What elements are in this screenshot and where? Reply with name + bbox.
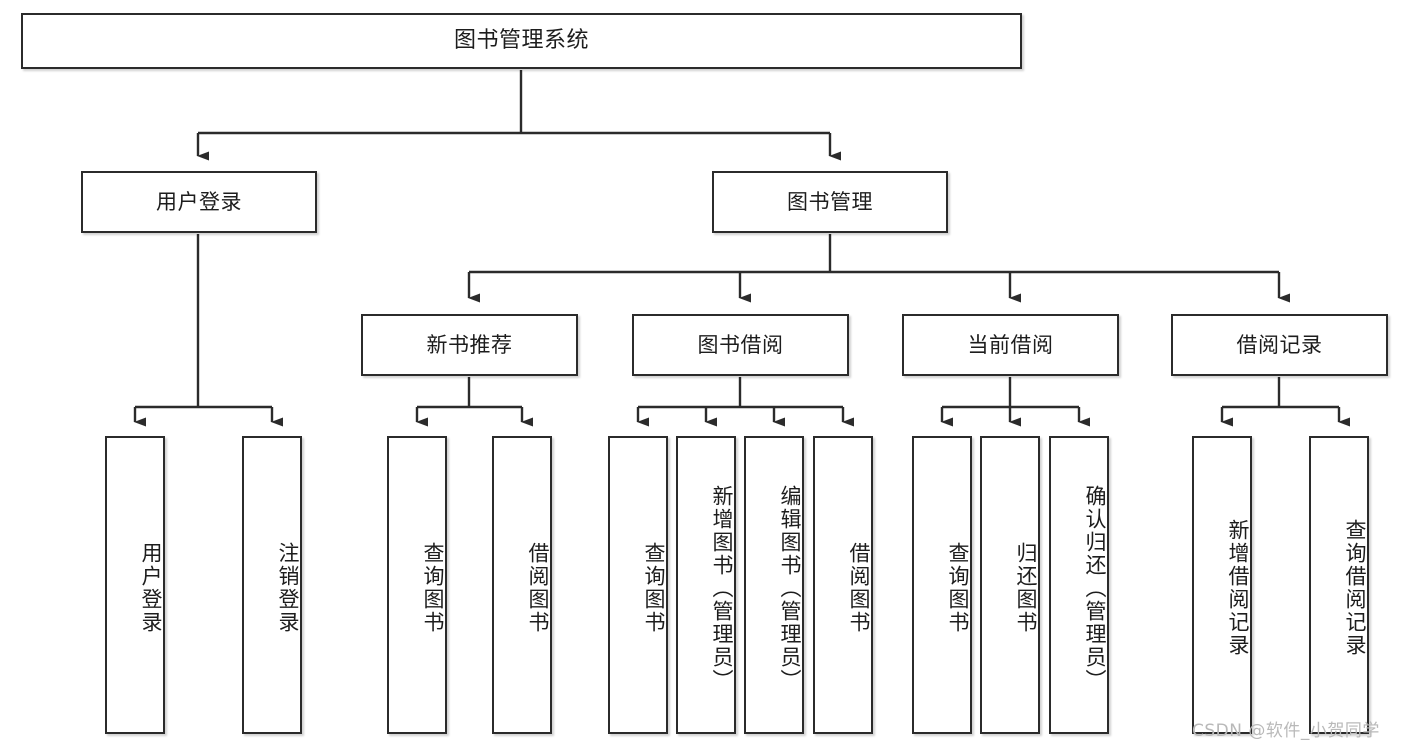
node-label: 归还图书 [1014, 542, 1038, 634]
leaf-record-query-record[interactable]: 查询借阅记录 [1309, 436, 1369, 734]
leaf-borrow-edit-book-admin[interactable]: 编辑图书（管理员） [744, 436, 804, 734]
node-label: 确认归还（管理员） [1083, 484, 1107, 692]
node-borrow-record[interactable]: 借阅记录 [1171, 314, 1388, 376]
node-book-management[interactable]: 图书管理 [712, 171, 948, 233]
node-label: 注销登录 [276, 542, 300, 634]
leaf-user-login-signout[interactable]: 注销登录 [242, 436, 302, 734]
node-label: 查询图书 [421, 542, 445, 634]
leaf-record-add-record[interactable]: 新增借阅记录 [1192, 436, 1252, 734]
node-label: 新增借阅记录 [1226, 519, 1250, 657]
node-label: 用户登录 [156, 189, 242, 214]
node-user-login[interactable]: 用户登录 [81, 171, 317, 233]
node-label: 新书推荐 [426, 332, 513, 357]
leaf-borrow-add-book-admin[interactable]: 新增图书（管理员） [676, 436, 736, 734]
leaf-borrow-borrow-book[interactable]: 借阅图书 [813, 436, 873, 734]
node-label: 当前借阅 [967, 332, 1054, 357]
leaf-user-login-signin[interactable]: 用户登录 [105, 436, 165, 734]
node-book-borrow[interactable]: 图书借阅 [632, 314, 849, 376]
leaf-recommend-query-book[interactable]: 查询图书 [387, 436, 447, 734]
leaf-recommend-borrow-book[interactable]: 借阅图书 [492, 436, 552, 734]
node-label: 借阅图书 [847, 542, 871, 634]
node-label: 查询图书 [946, 542, 970, 634]
node-root-system[interactable]: 图书管理系统 [21, 13, 1022, 69]
csdn-watermark: CSDN @软件_小贺同学 [1192, 721, 1380, 741]
node-label: 图书管理系统 [453, 28, 589, 54]
node-label: 图书借阅 [697, 332, 784, 357]
node-label: 图书管理 [787, 189, 873, 214]
node-label: 查询借阅记录 [1343, 519, 1367, 657]
leaf-current-confirm-return-admin[interactable]: 确认归还（管理员） [1049, 436, 1109, 734]
node-label: 新增图书（管理员） [710, 484, 734, 692]
leaf-current-query-book[interactable]: 查询图书 [912, 436, 972, 734]
leaf-current-return-book[interactable]: 归还图书 [980, 436, 1040, 734]
node-label: 编辑图书（管理员） [778, 484, 802, 692]
node-new-book-recommend[interactable]: 新书推荐 [361, 314, 578, 376]
node-label: 查询图书 [642, 542, 666, 634]
leaf-borrow-query-book[interactable]: 查询图书 [608, 436, 668, 734]
node-label: 借阅记录 [1236, 332, 1323, 357]
node-current-borrow[interactable]: 当前借阅 [902, 314, 1119, 376]
node-label: 借阅图书 [526, 542, 550, 634]
node-label: 用户登录 [139, 542, 163, 634]
